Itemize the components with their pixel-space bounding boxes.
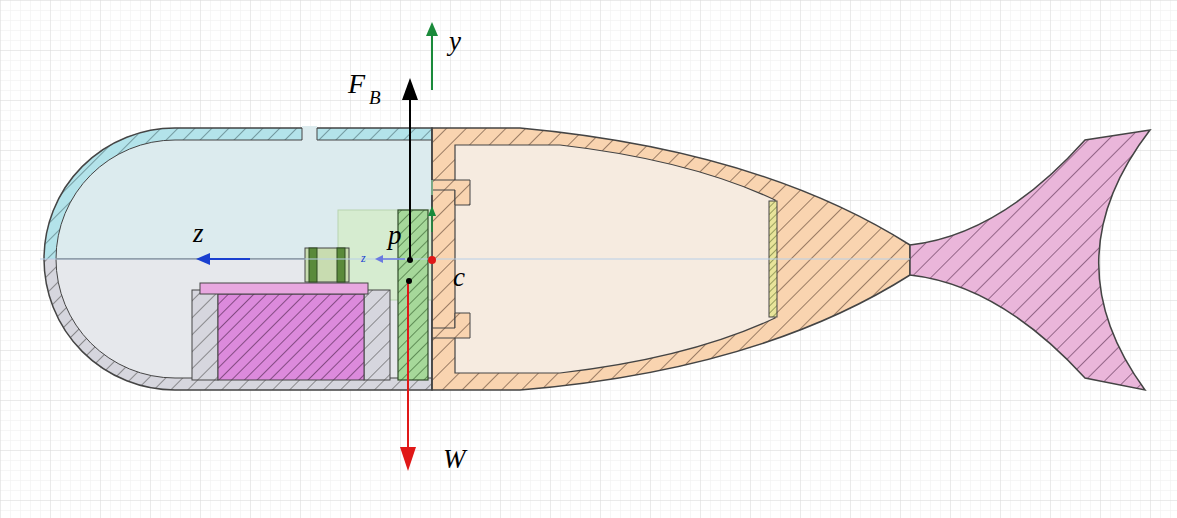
axis-label: y (449, 28, 461, 55)
axis-label: z (361, 252, 366, 264)
axis-label: z (193, 220, 204, 247)
force-subscript: B (369, 88, 381, 107)
point-label: p (388, 222, 402, 249)
point-label: c (453, 264, 465, 291)
force-label: W (443, 446, 466, 473)
force-label: F (348, 70, 365, 98)
